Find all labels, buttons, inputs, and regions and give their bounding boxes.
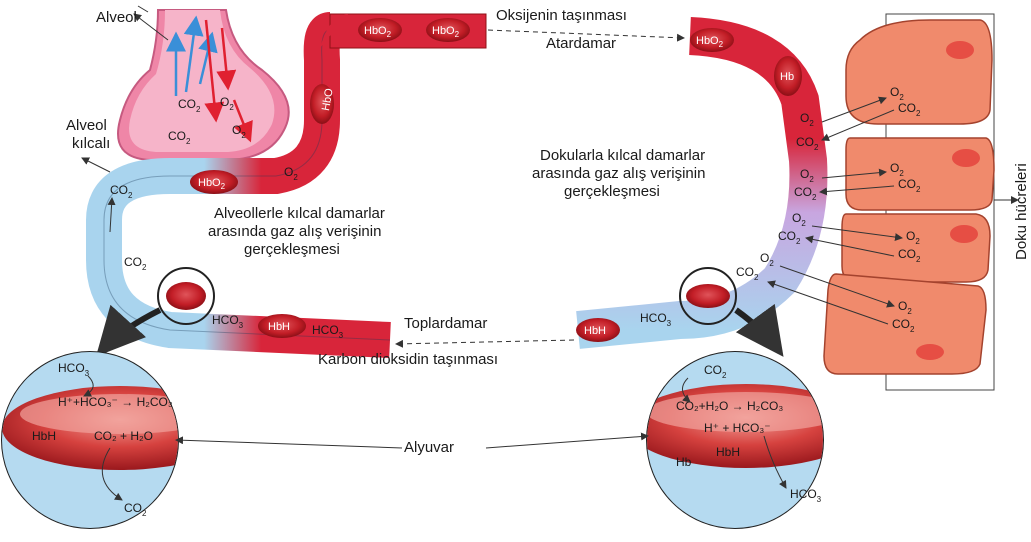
label-doku-gaz-2: arasında gaz alış verişinin — [532, 165, 705, 182]
zl-eq2: CO₂ + H₂O — [94, 429, 153, 443]
label-alveol-gaz-1: Alveollerle kılcal damarlar — [214, 205, 385, 222]
label-toplardamar: Toplardamar — [404, 315, 487, 332]
zr-eq1: CO₂+H₂O → H₂CO₃ — [676, 399, 783, 413]
zl-eq1: H⁺+HCO₃⁻ → H₂CO₃ — [58, 395, 173, 409]
alyuvar-arrow-left — [176, 440, 402, 448]
alveol-pointer — [138, 6, 148, 12]
label-oksijen-tasinmasi: Oksijenin taşınması — [496, 7, 627, 24]
co2-vessel-label-2: CO2 — [124, 255, 147, 272]
zr-hbh: HbH — [716, 445, 740, 459]
label-alveol: Alveol — [96, 9, 137, 26]
tissue-cell-3 — [842, 214, 990, 282]
label-karbon-tasinmasi: Karbon dioksidin taşınması — [318, 351, 498, 368]
co2-r4: CO2 — [736, 265, 759, 282]
rbc-vein-left — [166, 282, 206, 310]
alyuvar-arrow-right — [486, 436, 648, 448]
rbc-vein-right — [686, 284, 730, 308]
hbh-label-right: HbH — [584, 325, 606, 337]
label-atardamar: Atardamar — [546, 35, 616, 52]
co2-transport-arrow — [396, 340, 574, 344]
label-alveol-kilcali-1: Alveol — [66, 117, 107, 134]
nucleus-1 — [946, 41, 974, 59]
label-alveol-gaz-2: arasında gaz alış verişinin — [208, 223, 381, 240]
zr-eq2: H⁺ + HCO₃⁻ — [704, 421, 771, 435]
nucleus-3 — [950, 225, 978, 243]
zl-hbh: HbH — [32, 429, 56, 443]
alveolus — [118, 10, 289, 160]
kilcal-label-arrow — [82, 158, 110, 172]
hbh-label-left: HbH — [268, 321, 290, 333]
zoom-left: HCO3 H⁺+HCO₃⁻ → H₂CO₃ CO₂ + H₂O HbH CO2 — [0, 350, 238, 530]
label-alyuvar: Alyuvar — [404, 439, 454, 456]
label-doku-hucreleri: Doku hücreleri — [1013, 163, 1030, 260]
label-alveol-kilcali-2: kılcalı — [72, 135, 110, 152]
tissue-cells — [824, 14, 994, 390]
zoom-right: CO2 CO₂+H₂O → H₂CO₃ H⁺ + HCO₃⁻ Hb HbH HC… — [628, 350, 864, 530]
hb-label-right: Hb — [780, 71, 794, 83]
zr-hb: Hb — [676, 455, 692, 469]
nucleus-2 — [952, 149, 980, 167]
label-doku-gaz-3: gerçekleşmesi — [564, 183, 660, 200]
label-alveol-gaz-3: gerçekleşmesi — [244, 241, 340, 258]
label-doku-gaz-1: Dokularla kılcal damarlar — [540, 147, 705, 164]
nucleus-4 — [916, 344, 944, 360]
